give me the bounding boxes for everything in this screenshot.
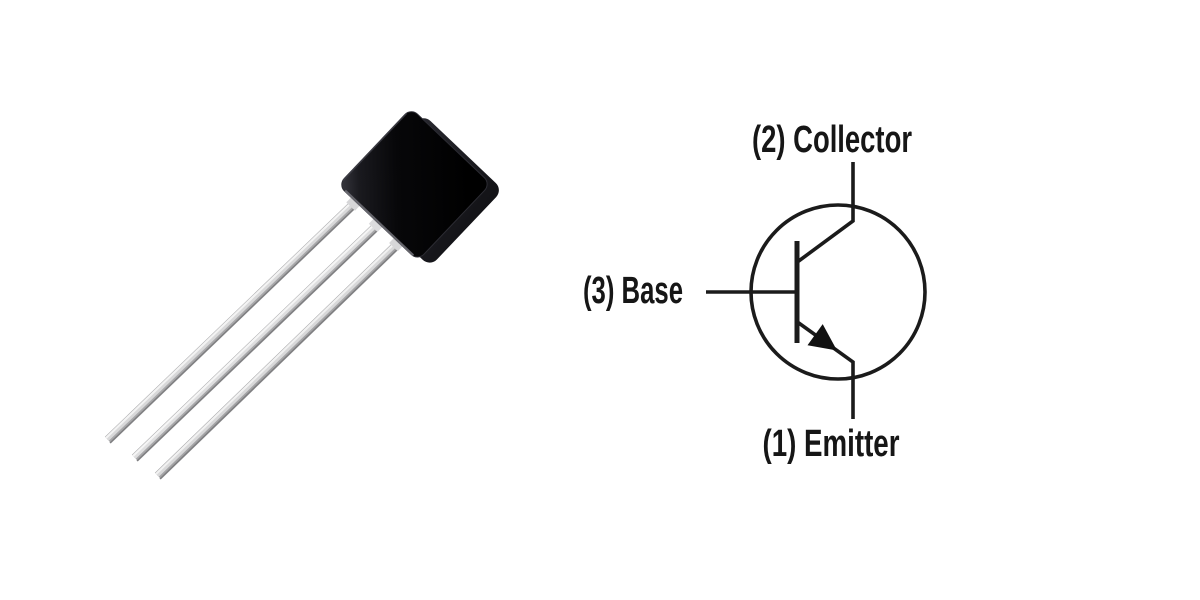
npn-transistor-symbol: (2) Collector (3) Base (1) Emitter — [583, 119, 927, 465]
collector-lead-line — [794, 162, 855, 265]
transistor-leads — [104, 198, 406, 480]
emitter-lead-line — [794, 319, 855, 419]
body-bevel-highlight — [344, 189, 415, 257]
lead-3 — [154, 236, 406, 480]
body-top-edge-highlight — [342, 113, 408, 181]
transistor-body — [341, 111, 499, 263]
lead-2 — [131, 218, 385, 462]
lead-1 — [104, 198, 360, 444]
emitter-label: (1) Emitter — [763, 423, 900, 465]
base-label: (3) Base — [583, 270, 683, 312]
transistor-photo — [104, 111, 499, 480]
emitter-arrow — [807, 324, 837, 351]
collector-label: (2) Collector — [752, 119, 912, 161]
